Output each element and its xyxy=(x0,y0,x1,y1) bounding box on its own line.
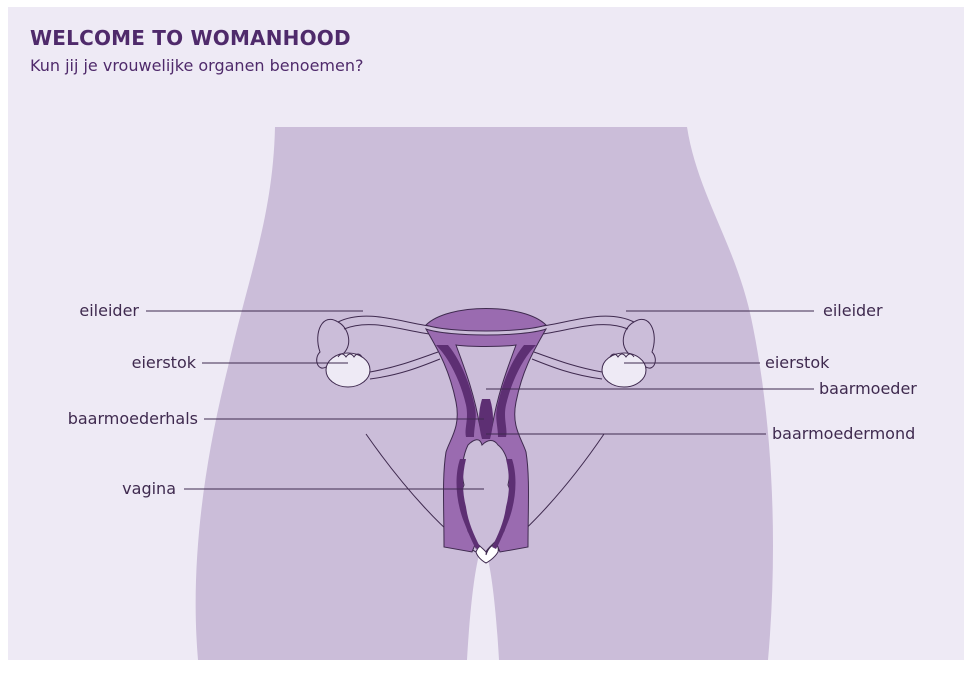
label-ovary-left: eierstok xyxy=(132,353,197,372)
ovary-left xyxy=(326,353,370,387)
label-ovary-right: eierstok xyxy=(765,353,830,372)
label-fallopian-right: eileider xyxy=(823,301,883,320)
diagram-panel: WELCOME TO WOMANHOOD Kun jij je vrouweli… xyxy=(8,7,964,660)
label-cervix: baarmoederhals xyxy=(68,409,198,428)
label-vagina: vagina xyxy=(122,479,176,498)
anatomy-diagram: eileider eileider eierstok eierstok baar… xyxy=(8,7,964,660)
label-fallopian-left: eileider xyxy=(79,301,139,320)
label-uterus: baarmoeder xyxy=(819,379,917,398)
label-cervical-os: baarmoedermond xyxy=(772,424,915,443)
ovary-right xyxy=(602,353,646,387)
